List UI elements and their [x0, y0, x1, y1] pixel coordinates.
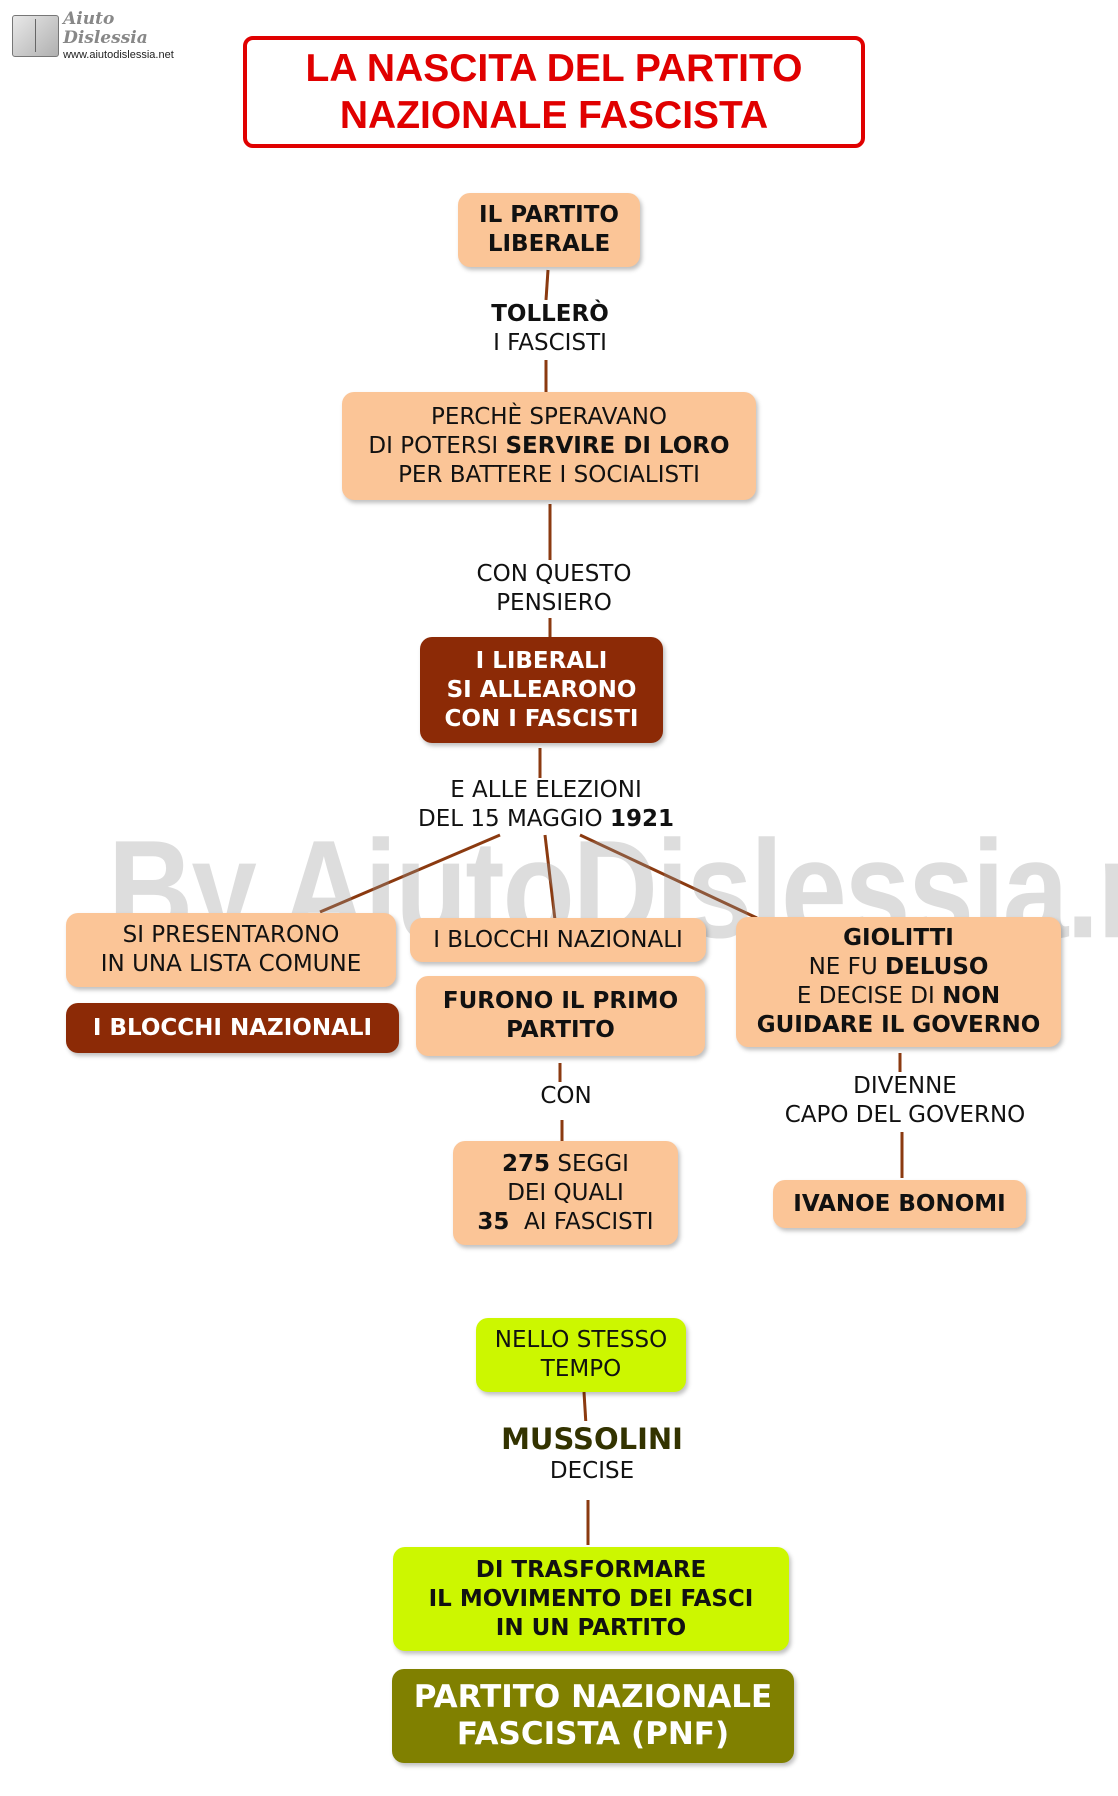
- connector: [544, 269, 550, 301]
- book-icon: [12, 15, 60, 57]
- connector: [579, 833, 758, 920]
- page-title: LA NASCITA DEL PARTITO NAZIONALE FASCIST…: [243, 36, 865, 148]
- node-seggi: 275 SEGGI DEI QUALI 35 AI FASCISTI: [453, 1141, 678, 1245]
- node-nello-stesso-tempo: NELLO STESSO TEMPO: [476, 1318, 686, 1392]
- link-elezioni: E ALLE ELEZIONI DEL 15 MAGGIO 1921: [418, 777, 674, 832]
- link-divenne: DIVENNE CAPO DEL GOVERNO: [768, 1072, 1042, 1130]
- node-pnf: PARTITO NAZIONALE FASCISTA (PNF): [392, 1669, 794, 1763]
- link-mussolini: MUSSOLINI DECISE: [470, 1421, 714, 1486]
- logo: Aiuto Dislessia www.aiutodislessia.net: [12, 10, 202, 61]
- link-tollero: TOLLERÒ I FASCISTI: [456, 300, 644, 358]
- node-blocchi-nazionali-left: I BLOCCHI NAZIONALI: [66, 1003, 399, 1053]
- node-perche-speravano: PERCHÈ SPERAVANO DI POTERSI SERVIRE DI L…: [342, 392, 756, 500]
- connector: [543, 834, 557, 921]
- node-liberali-alleati: I LIBERALI SI ALLEARONO CON I FASCISTI: [420, 637, 663, 743]
- node-giolitti: GIOLITTI NE FU DELUSO E DECISE DI NON GU…: [736, 917, 1061, 1047]
- title-line-1: LA NASCITA DEL PARTITO: [305, 47, 803, 90]
- node-partito-liberale: IL PARTITO LIBERALE: [458, 193, 640, 267]
- connector: [582, 1391, 588, 1426]
- logo-url: www.aiutodislessia.net: [63, 49, 174, 61]
- node-lista-comune: SI PRESENTARONO IN UNA LISTA COMUNE: [66, 913, 396, 987]
- logo-name: Aiuto Dislessia: [63, 9, 148, 48]
- link-con: CON: [522, 1082, 610, 1111]
- link-con-questo-pensiero: CON QUESTO PENSIERO: [455, 560, 653, 618]
- node-primo-partito: FURONO IL PRIMO PARTITO: [416, 976, 705, 1056]
- connector: [319, 833, 501, 914]
- node-trasformare: DI TRASFORMARE IL MOVIMENTO DEI FASCI IN…: [393, 1547, 789, 1651]
- node-blocchi-nazionali-mid: I BLOCCHI NAZIONALI: [410, 918, 706, 962]
- node-ivanoe-bonomi: IVANOE BONOMI: [773, 1180, 1026, 1228]
- title-line-2: NAZIONALE FASCISTA: [339, 94, 769, 137]
